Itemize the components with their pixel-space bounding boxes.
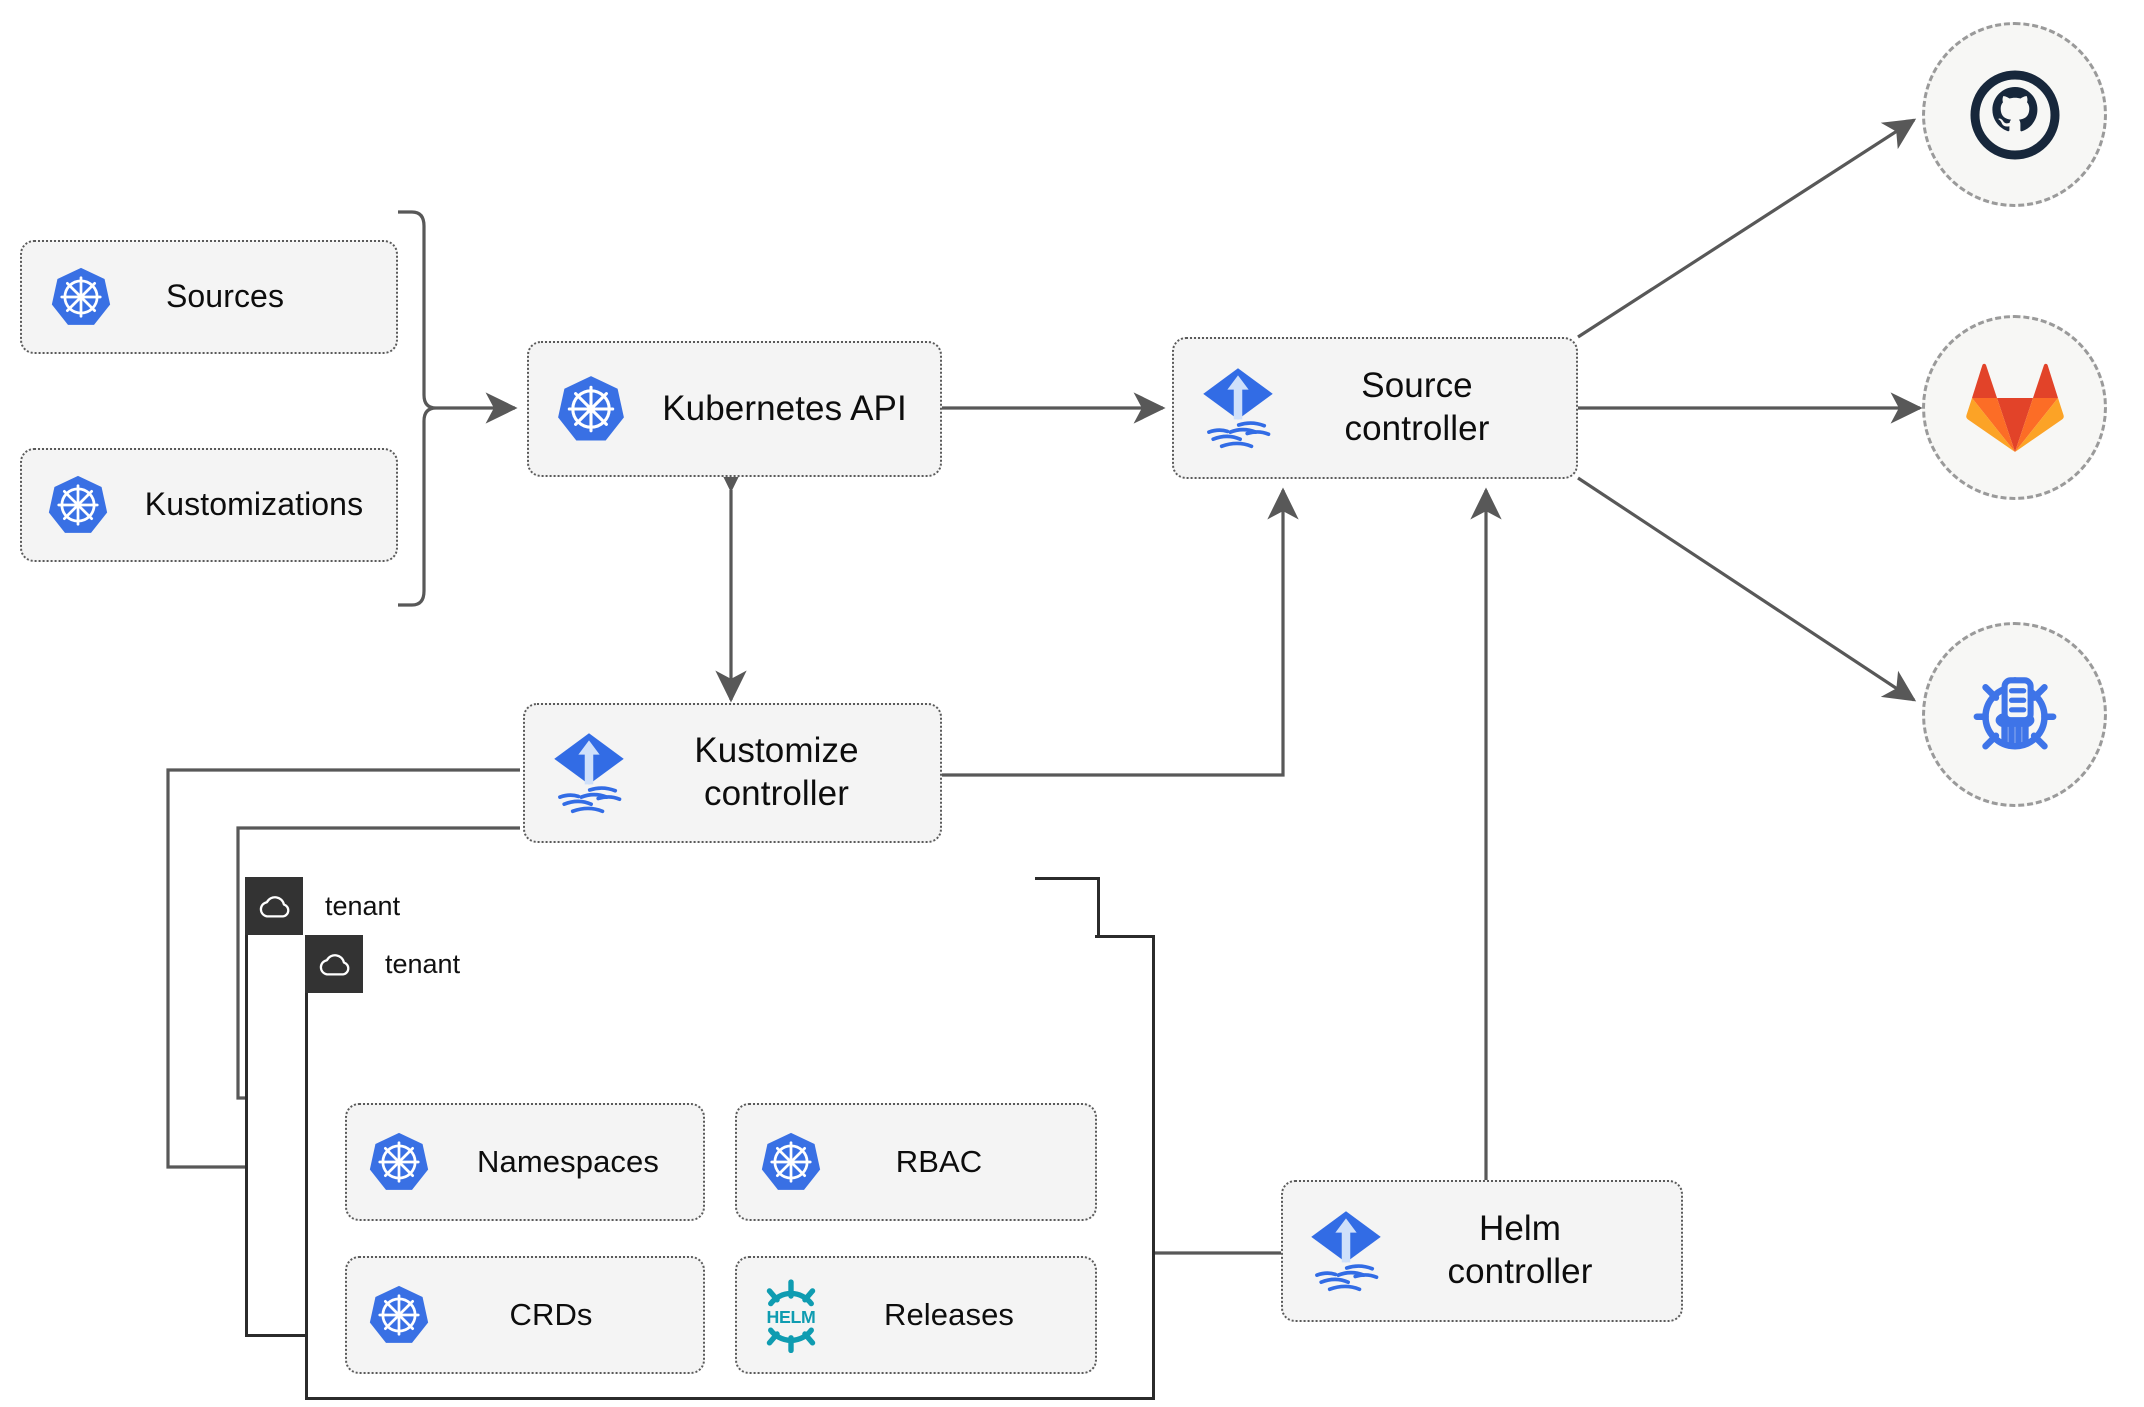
helm-icon: HELM bbox=[737, 1277, 845, 1353]
flux-icon bbox=[525, 730, 653, 816]
edge-kustomizectrl-sourcectrl bbox=[942, 487, 1299, 777]
flux-icon bbox=[1283, 1208, 1409, 1294]
provider-gitlab[interactable] bbox=[1922, 315, 2107, 500]
node-label: Releases bbox=[883, 1297, 1015, 1333]
node-namespaces[interactable]: Namespaces bbox=[345, 1103, 705, 1221]
cloud-icon bbox=[245, 877, 303, 935]
svg-text:HELM: HELM bbox=[767, 1307, 816, 1327]
kubernetes-icon bbox=[347, 1284, 451, 1346]
node-kustomize-controller[interactable]: Kustomize controller bbox=[523, 703, 942, 843]
provider-github[interactable] bbox=[1922, 22, 2107, 207]
node-label: Source controller bbox=[1344, 366, 1490, 448]
node-crds[interactable]: CRDs bbox=[345, 1256, 705, 1374]
tenant-label: tenant bbox=[385, 948, 461, 979]
group-brace bbox=[398, 210, 437, 607]
flux-icon bbox=[1174, 365, 1302, 451]
tenant-label: tenant bbox=[325, 890, 401, 921]
node-label: Kustomize controller bbox=[694, 731, 859, 813]
node-label: CRDs bbox=[509, 1297, 593, 1333]
kubernetes-icon bbox=[22, 474, 134, 536]
tenant-container-front[interactable]: tenant Namespaces bbox=[305, 935, 1155, 1400]
node-label: Helm controller bbox=[1447, 1209, 1593, 1291]
node-label: Sources bbox=[165, 278, 285, 315]
provider-helm-repo[interactable] bbox=[1922, 622, 2107, 807]
edge-sourcectrl-github bbox=[1577, 118, 1917, 339]
node-label: Namespaces bbox=[477, 1144, 659, 1180]
node-kustomizations[interactable]: Kustomizations bbox=[20, 448, 398, 562]
node-label: Kubernetes API bbox=[662, 388, 907, 428]
helm-repo-icon bbox=[1973, 676, 2056, 749]
node-sources[interactable]: Sources bbox=[20, 240, 398, 354]
tenant-title-bar: tenant bbox=[245, 877, 1035, 935]
kubernetes-icon bbox=[347, 1131, 451, 1193]
node-label: Kustomizations bbox=[144, 486, 364, 523]
kubernetes-icon bbox=[22, 266, 140, 328]
github-icon bbox=[1970, 70, 2059, 159]
tenant-title-bar: tenant bbox=[305, 935, 1095, 993]
node-helm-controller[interactable]: Helm controller bbox=[1281, 1180, 1683, 1322]
node-rbac[interactable]: RBAC bbox=[735, 1103, 1097, 1221]
kubernetes-icon bbox=[737, 1131, 845, 1193]
node-kubernetes-api[interactable]: Kubernetes API bbox=[527, 341, 942, 477]
node-releases[interactable]: HELM Releases bbox=[735, 1256, 1097, 1374]
node-source-controller[interactable]: Source controller bbox=[1172, 337, 1578, 479]
edge-sourcectrl-helmrepo bbox=[1577, 476, 1917, 702]
kubernetes-icon bbox=[529, 374, 653, 444]
node-label: RBAC bbox=[895, 1144, 983, 1180]
cloud-icon bbox=[305, 935, 363, 993]
gitlab-icon bbox=[1965, 363, 2064, 452]
